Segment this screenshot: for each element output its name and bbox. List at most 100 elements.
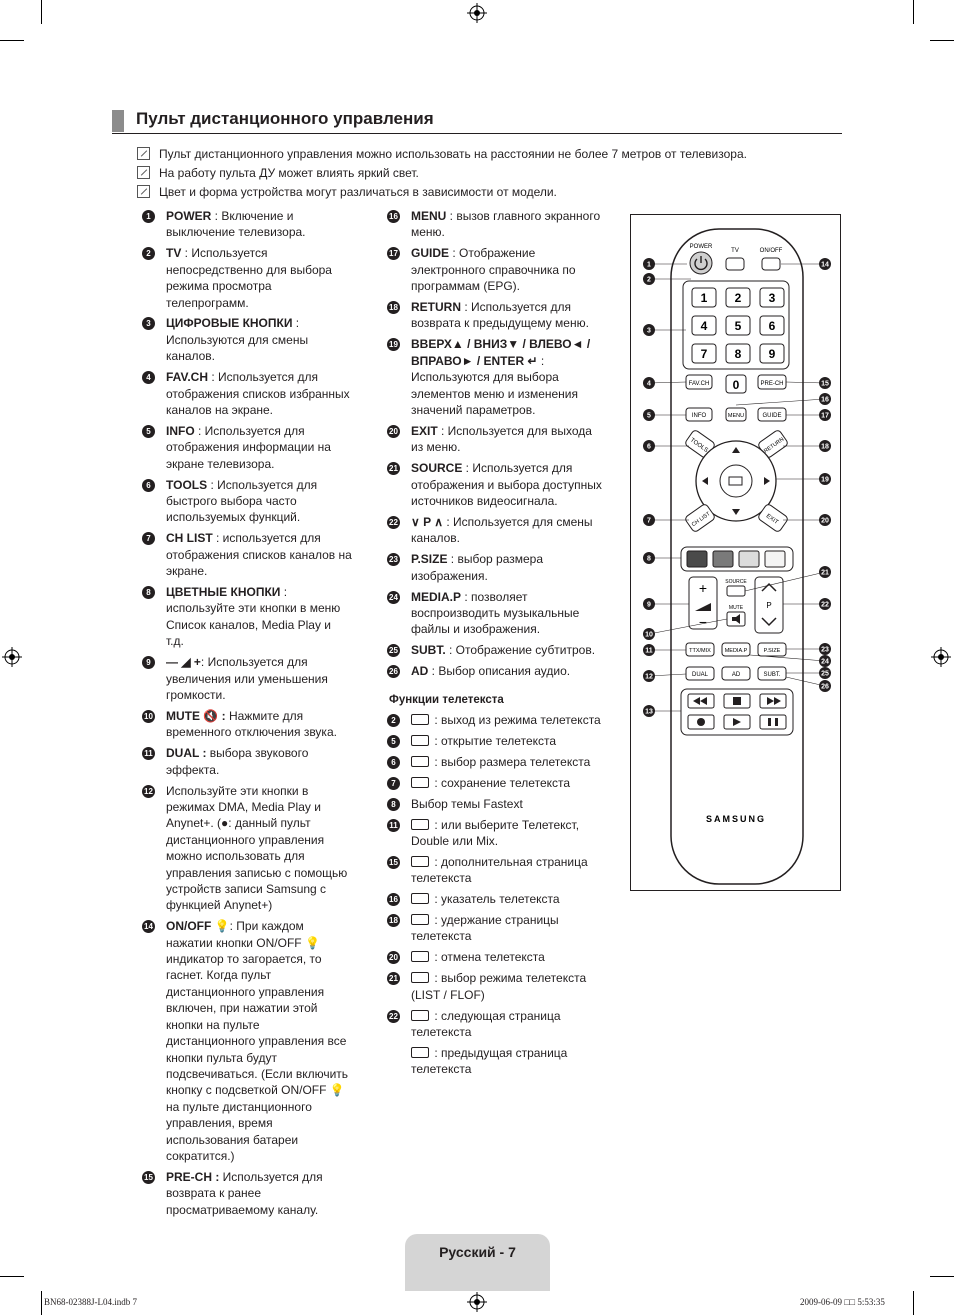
- digit-button[interactable]: [725, 287, 751, 308]
- callout-marker: [643, 628, 655, 640]
- ttxmix-button[interactable]: [685, 642, 715, 657]
- callout-number-badge: 7: [142, 532, 155, 546]
- chlist-button[interactable]: [684, 503, 716, 533]
- volume-rocker[interactable]: [688, 576, 718, 630]
- digit-button[interactable]: [691, 287, 717, 308]
- teletext-button-icon: [411, 734, 429, 746]
- digit-button[interactable]: [691, 315, 717, 336]
- yellow-button[interactable]: [738, 550, 760, 568]
- digit-button[interactable]: [759, 287, 785, 308]
- subt-button[interactable]: [757, 666, 787, 681]
- callout-number: 20: [821, 518, 829, 525]
- blue-button[interactable]: [764, 550, 786, 568]
- digit-button[interactable]: [759, 315, 785, 336]
- power-label: POWER: [690, 244, 713, 250]
- ad-button[interactable]: [721, 666, 751, 681]
- button-description: : Выбор описания аудио.: [428, 664, 571, 679]
- teletext-item: 2 : выход из режима телетекста: [387, 712, 602, 728]
- mute-label: MUTE: [729, 605, 744, 611]
- digit-button[interactable]: [759, 343, 785, 364]
- callout-number-badge: 21: [387, 462, 400, 476]
- brand-logo: SAMSUNG: [706, 814, 766, 824]
- psize-button[interactable]: [757, 642, 787, 657]
- green-button[interactable]: [712, 550, 734, 568]
- prech-label: PRE-CH: [760, 381, 783, 387]
- pause-button[interactable]: [759, 714, 787, 730]
- button-description: : Используется для отображения и выбора …: [411, 461, 602, 508]
- note-item: На работу пульта ДУ может влиять яркий с…: [137, 163, 837, 182]
- callout-leader-line: [648, 618, 728, 635]
- callout-number: 14: [821, 262, 829, 269]
- button-description: : Используются для выбора элементов меню…: [411, 353, 579, 417]
- source-button[interactable]: [726, 585, 746, 597]
- digit-button[interactable]: [725, 315, 751, 336]
- ttxmix-label: TTX/MIX: [689, 648, 711, 654]
- menu-button[interactable]: [725, 407, 747, 422]
- play-icon: [733, 718, 741, 726]
- digit-label: 3: [769, 291, 776, 305]
- digit-button[interactable]: [725, 343, 751, 364]
- callout-number-badge: 22: [387, 1009, 400, 1023]
- tv-button[interactable]: [725, 257, 745, 271]
- dual-label: DUAL: [692, 672, 709, 678]
- button-description: : или выберите Телетекст, Double или Mix…: [411, 817, 580, 848]
- callout-marker: [643, 552, 655, 564]
- teletext-button-icon: [411, 818, 429, 830]
- button-name: FAV.CH: [166, 370, 209, 385]
- mediap-button[interactable]: [721, 642, 751, 657]
- callout-number: 22: [821, 602, 829, 609]
- volume-icon: [695, 603, 711, 611]
- digit-label: 9: [769, 347, 776, 361]
- teletext-button-icon: [411, 713, 429, 725]
- channel-down-icon: [761, 617, 777, 627]
- enter-button[interactable]: [719, 464, 753, 498]
- button-description: выбора звукового эффекта.: [166, 746, 309, 777]
- onoff-button[interactable]: [761, 257, 781, 271]
- teletext-item: 5 : открытие телетекста: [387, 733, 602, 749]
- teletext-button-icon: [411, 855, 429, 867]
- callout-number: 17: [821, 413, 829, 420]
- stop-icon: [733, 697, 741, 705]
- button-description: : выход из режима телетекста: [431, 712, 601, 727]
- info-button[interactable]: [685, 407, 713, 422]
- callout-number: 6: [647, 444, 651, 451]
- button-name: INFO: [166, 423, 195, 438]
- button-description: : Используются для смены каналов.: [166, 316, 309, 364]
- button-description: Выбор темы Fastext: [411, 796, 523, 811]
- button-name: EXIT: [411, 423, 438, 438]
- button-description: : выбор размера изображения.: [411, 552, 544, 583]
- digit-label: 1: [701, 291, 708, 305]
- callout-number: 4: [647, 381, 651, 388]
- callout-number: 16: [821, 397, 829, 404]
- teletext-button-icon: [411, 1046, 429, 1058]
- button-description: : дополнительная страница телетекста: [411, 854, 588, 886]
- callout-leader-line: [735, 398, 826, 406]
- subt-label: SUBT.: [763, 672, 780, 678]
- button-description: : Отображение электронного справочника п…: [411, 246, 576, 294]
- zero-button[interactable]: [725, 374, 747, 394]
- red-button[interactable]: [686, 550, 708, 568]
- guide-button[interactable]: [757, 407, 787, 422]
- callout-number: 9: [647, 602, 651, 609]
- dual-button[interactable]: [685, 666, 715, 681]
- crop-mark: [913, 0, 914, 24]
- button-description: Нажмите для временного отключения звука.: [166, 708, 337, 740]
- exit-button[interactable]: [757, 503, 789, 533]
- button-name: SUBT.: [411, 643, 446, 658]
- callout-number: 23: [821, 647, 829, 654]
- callout-number-badge: 2: [387, 713, 400, 727]
- callout-number-badge: 26: [387, 665, 400, 679]
- page-title: Пульт дистанционного управления: [136, 109, 434, 128]
- onoff-label: ON/OFF: [760, 248, 783, 254]
- callout-number-badge: 5: [142, 424, 155, 438]
- digit-button[interactable]: [691, 343, 717, 364]
